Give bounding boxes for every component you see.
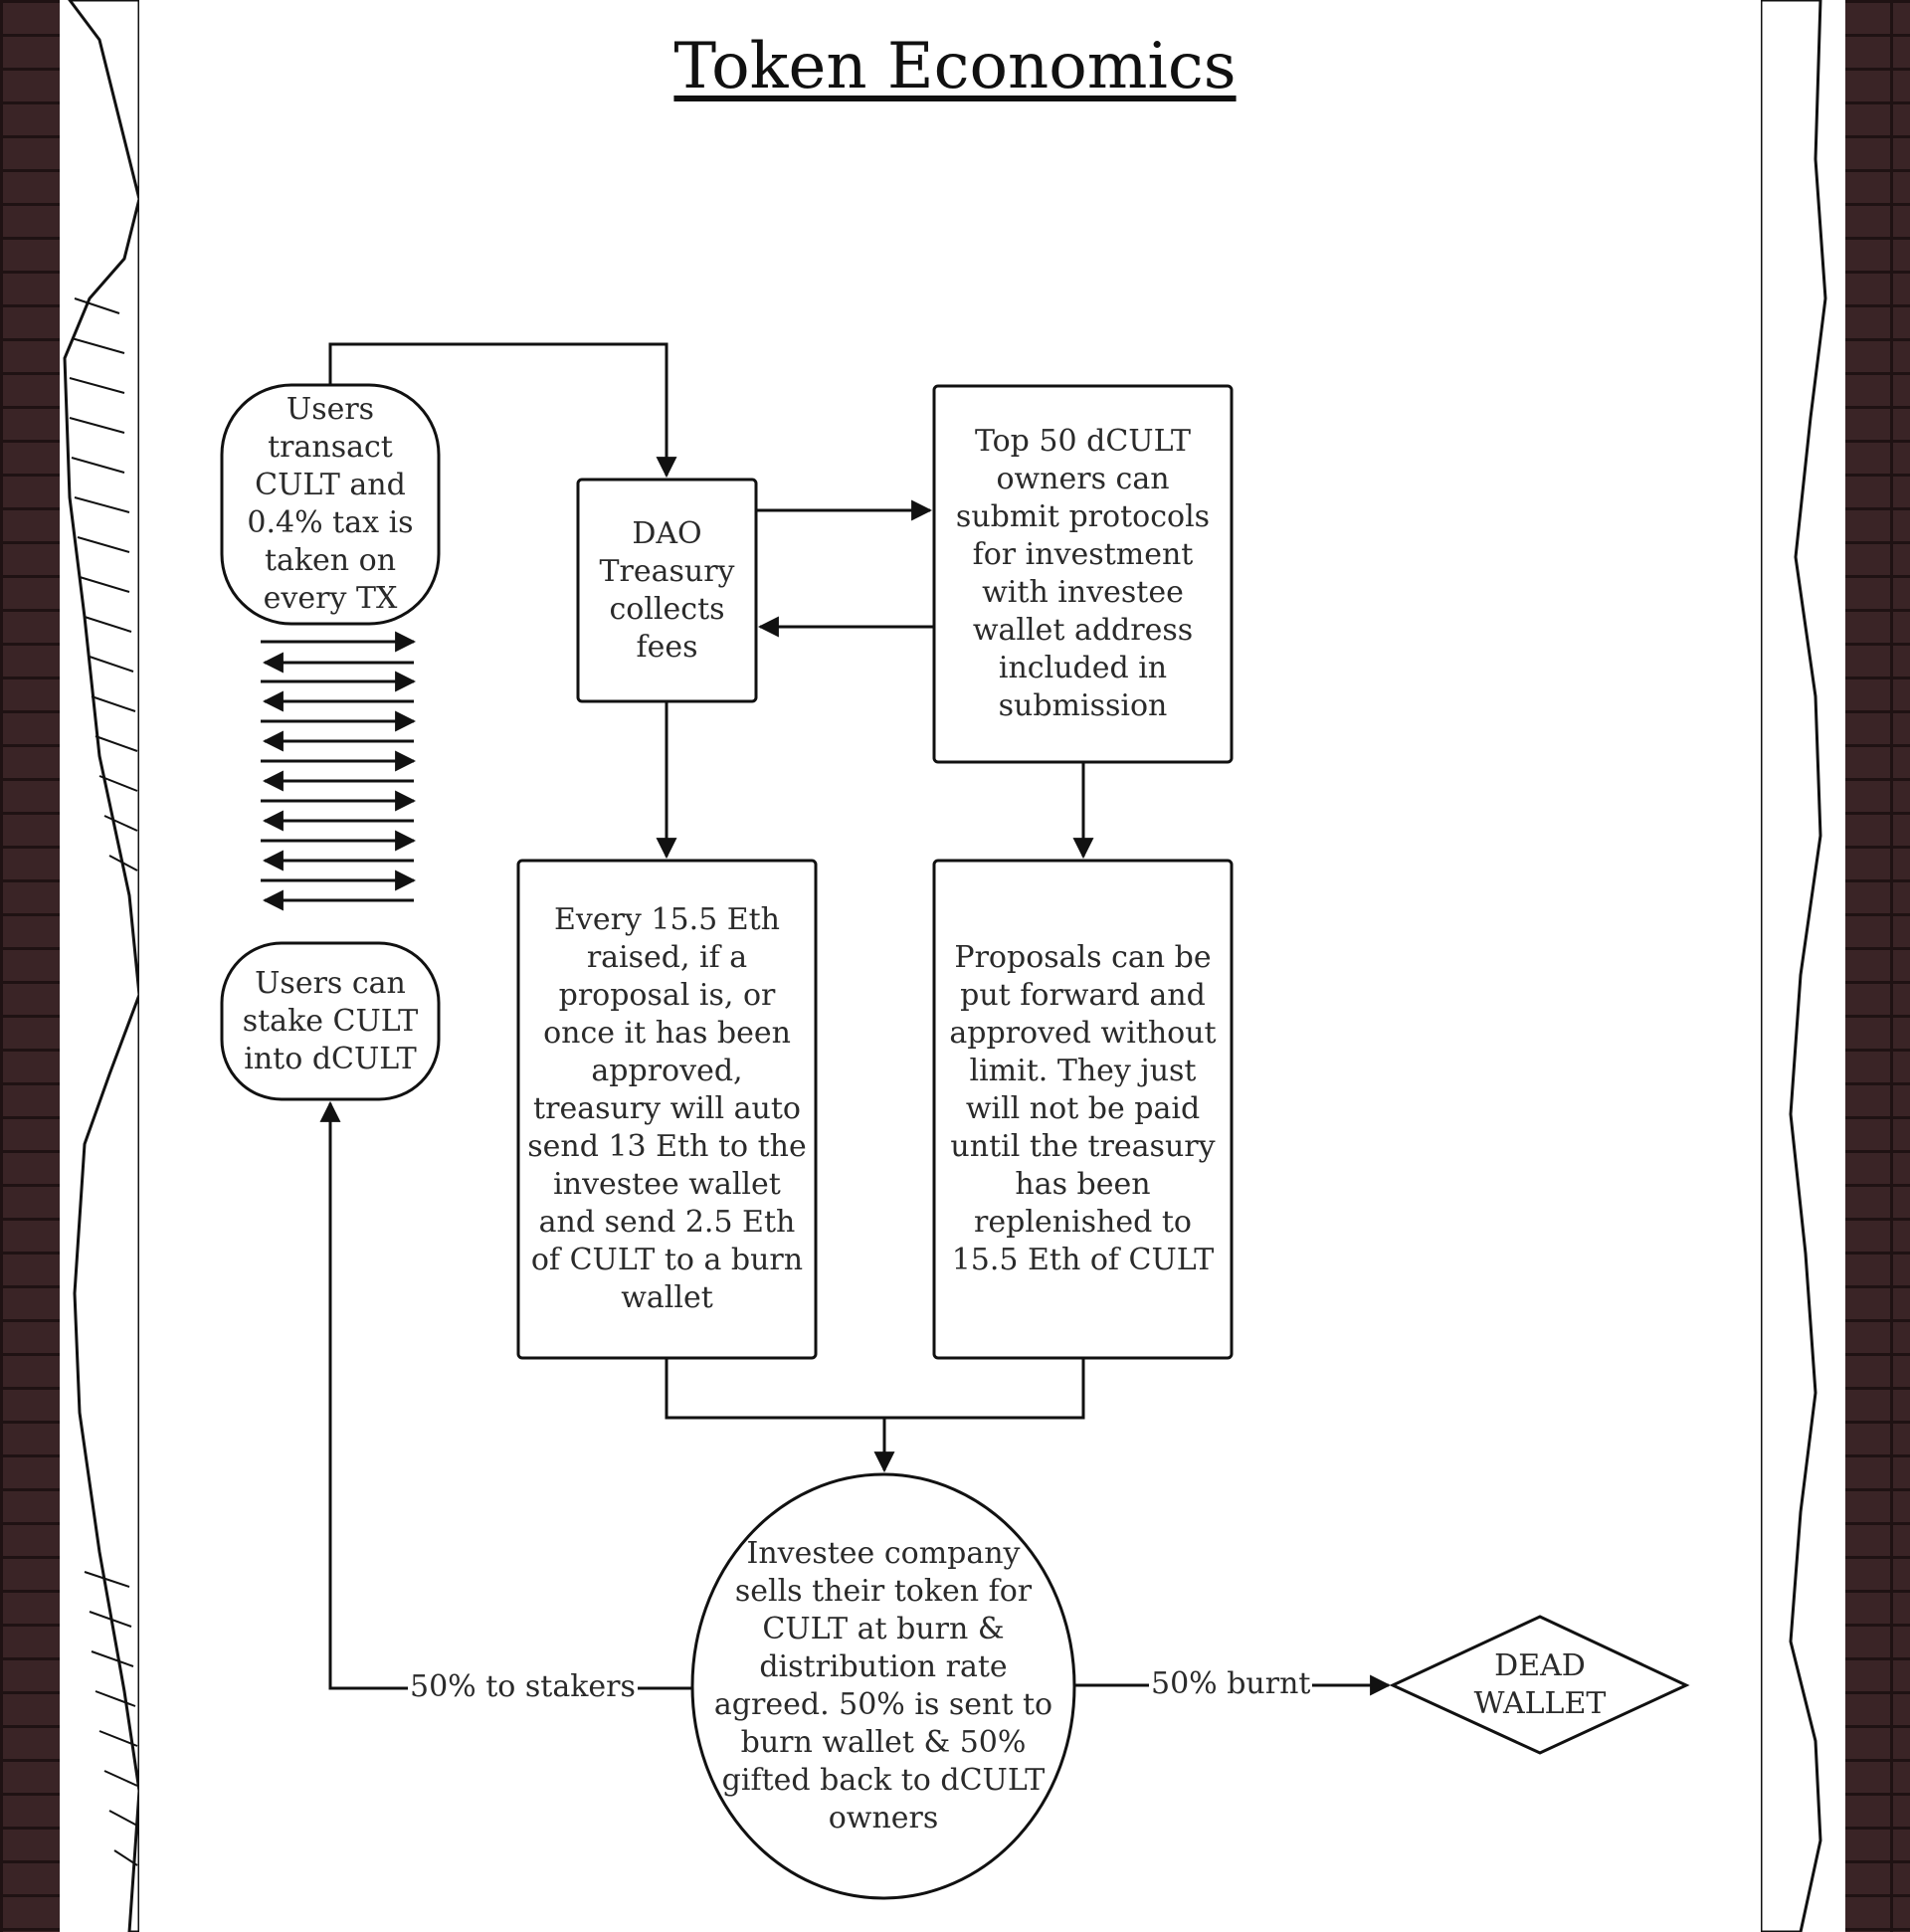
investee-text: Investee company sells their token for C… bbox=[713, 1536, 1053, 1835]
edge-users-to-dao bbox=[328, 342, 677, 479]
users-stake-text: Users can stake CULT into dCULT bbox=[242, 965, 419, 1076]
torn-edge-left bbox=[63, 0, 139, 1932]
torn-edge-right bbox=[1761, 0, 1827, 1932]
page-title: Token Economics bbox=[673, 30, 1237, 103]
dead-wallet-text: DEAD WALLET bbox=[1473, 1648, 1607, 1721]
users-transact-text: Users transact CULT and 0.4% tax is take… bbox=[247, 392, 414, 616]
every-15-5-text: Every 15.5 Eth raised, if a proposal is,… bbox=[527, 902, 807, 1315]
edge-merge bbox=[665, 1358, 1085, 1420]
to-stakers-label: 50% to stakers bbox=[408, 1669, 638, 1704]
users-stake-shape bbox=[220, 941, 441, 1101]
dead-wallet-shape bbox=[1389, 1615, 1690, 1755]
paper-sheet bbox=[60, 0, 1845, 1932]
dao-treasury-text: DAO Treasury collects fees bbox=[599, 515, 735, 665]
top50-text: Top 50 dCULT owners can submit protocols… bbox=[955, 424, 1211, 723]
proposals-text: Proposals can be put forward and approve… bbox=[949, 940, 1217, 1277]
burnt-label: 50% burnt bbox=[1149, 1666, 1313, 1701]
transaction-arrows bbox=[261, 631, 417, 911]
